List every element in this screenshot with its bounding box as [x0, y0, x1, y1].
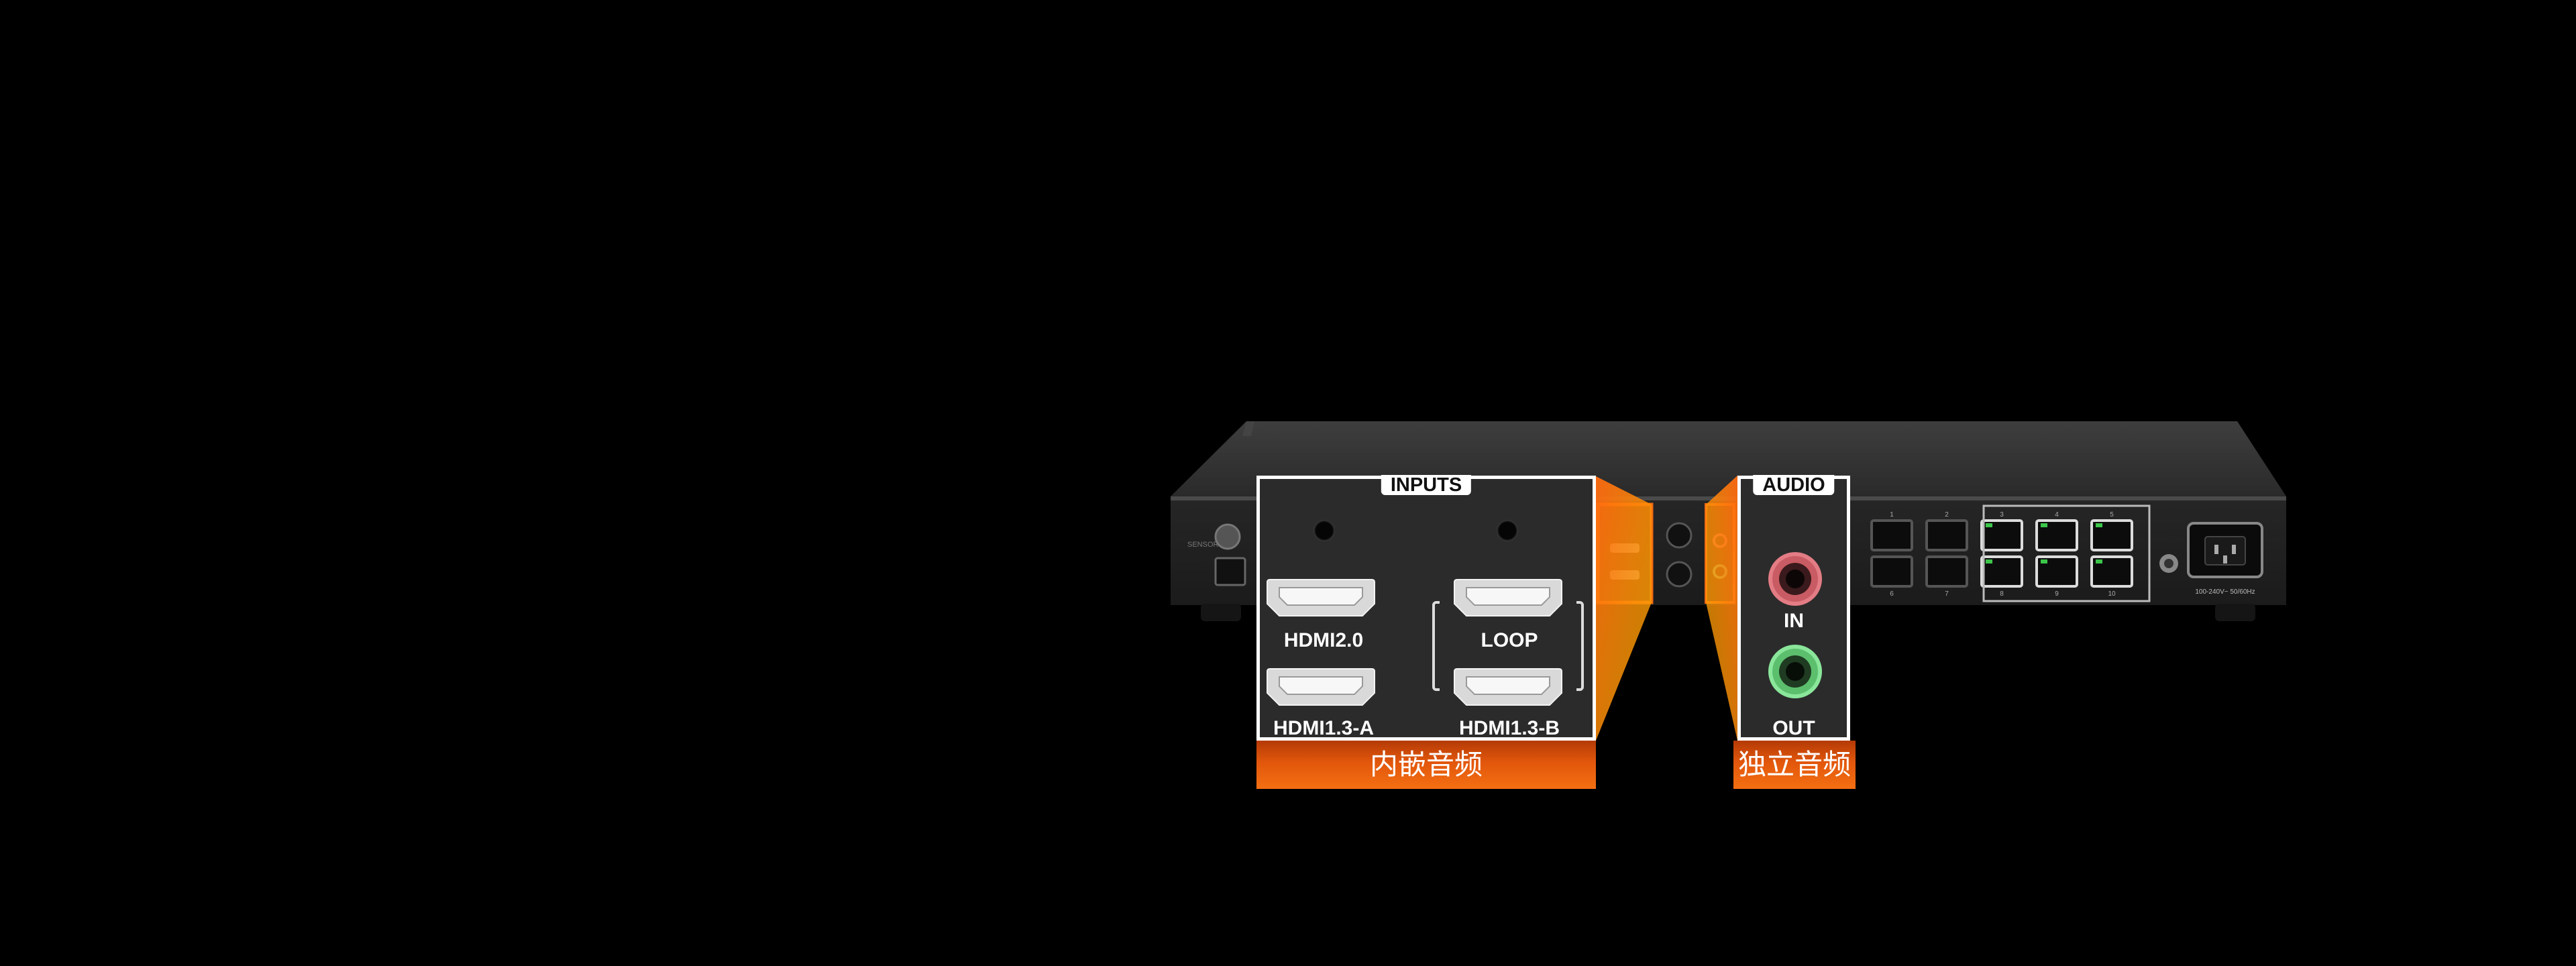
hdmi13a-label: HDMI1.3-A [1273, 717, 1375, 739]
hdmi13b-label: HDMI1.3-B [1458, 717, 1560, 739]
ethernet-port-number: 2 [1945, 511, 1949, 519]
audio-in-label: IN [1784, 610, 1804, 632]
foot-right [2215, 604, 2255, 621]
ethernet-led [2041, 523, 2047, 527]
audio-in-jack[interactable] [1767, 551, 1823, 607]
ethernet-port[interactable] [1870, 519, 1913, 551]
loop-label: LOOP [1481, 629, 1538, 651]
ethernet-led [2041, 559, 2047, 564]
inputs-callout: INPUTS HDMI2.0 LOOP HDMI1.3-A HDMI1.3-B [1256, 475, 1596, 741]
embedded-audio-caption: 内嵌音频 [1256, 741, 1596, 789]
ethernet-port-number: 3 [2000, 511, 2004, 519]
hdmi13a-port[interactable] [1266, 666, 1376, 708]
ethernet-port-number: 9 [2055, 590, 2059, 598]
flare-audio [1706, 476, 1737, 741]
ethernet-port[interactable] [1925, 519, 1968, 551]
hdmi13b-port[interactable] [1453, 666, 1563, 708]
screw-hole-left [1313, 520, 1335, 541]
ethernet-led [2096, 523, 2102, 527]
ethernet-led [2096, 559, 2102, 564]
audio-callout: AUDIO IN OUT [1737, 475, 1850, 741]
ethernet-port[interactable] [1980, 555, 2023, 588]
ethernet-ports: 1 2 3 4 5 6 7 8 9 10 [1870, 511, 2133, 598]
standalone-audio-caption: 独立音频 [1733, 741, 1856, 789]
audio-title: AUDIO [1753, 475, 1835, 495]
hdmi20-port[interactable] [1266, 577, 1376, 619]
ethernet-port[interactable] [2090, 519, 2133, 551]
ethernet-led [1986, 523, 1992, 527]
loop-port[interactable] [1453, 577, 1563, 619]
ethernet-port[interactable] [2090, 555, 2133, 588]
ethernet-port[interactable] [2035, 519, 2078, 551]
power-rating-label: 100-240V~ 50/60Hz [2195, 588, 2255, 596]
ethernet-port-number: 4 [2055, 511, 2059, 519]
audio-out-label: OUT [1772, 717, 1815, 739]
inputs-title: INPUTS [1381, 475, 1472, 495]
flare-inputs [1596, 476, 1652, 741]
foot-left [1201, 604, 1241, 621]
knob-icon [1214, 523, 1241, 550]
ethernet-port[interactable] [1980, 519, 2023, 551]
screw-hole-right [1497, 520, 1518, 541]
ethernet-port-number: 1 [1890, 511, 1894, 519]
audio-out-jack[interactable] [1767, 643, 1823, 700]
ethernet-port[interactable] [2035, 555, 2078, 588]
sensor-label: SENSOR [1187, 541, 1219, 549]
ethernet-port-number: 6 [1890, 590, 1894, 598]
rj45-left-icon [1214, 557, 1246, 586]
ethernet-port-number: 8 [2000, 590, 2004, 598]
ethernet-port-number: 5 [2110, 511, 2114, 519]
ethernet-port[interactable] [1870, 555, 1913, 588]
ethernet-port-number: 7 [1945, 590, 1949, 598]
ethernet-highlight [1982, 504, 2151, 602]
ethernet-port-number: 10 [2108, 590, 2116, 598]
ethernet-led [1986, 559, 1992, 564]
ethernet-port[interactable] [1925, 555, 1968, 588]
rack-ear-left [1242, 421, 1254, 436]
hdmi20-label: HDMI2.0 [1283, 629, 1364, 651]
